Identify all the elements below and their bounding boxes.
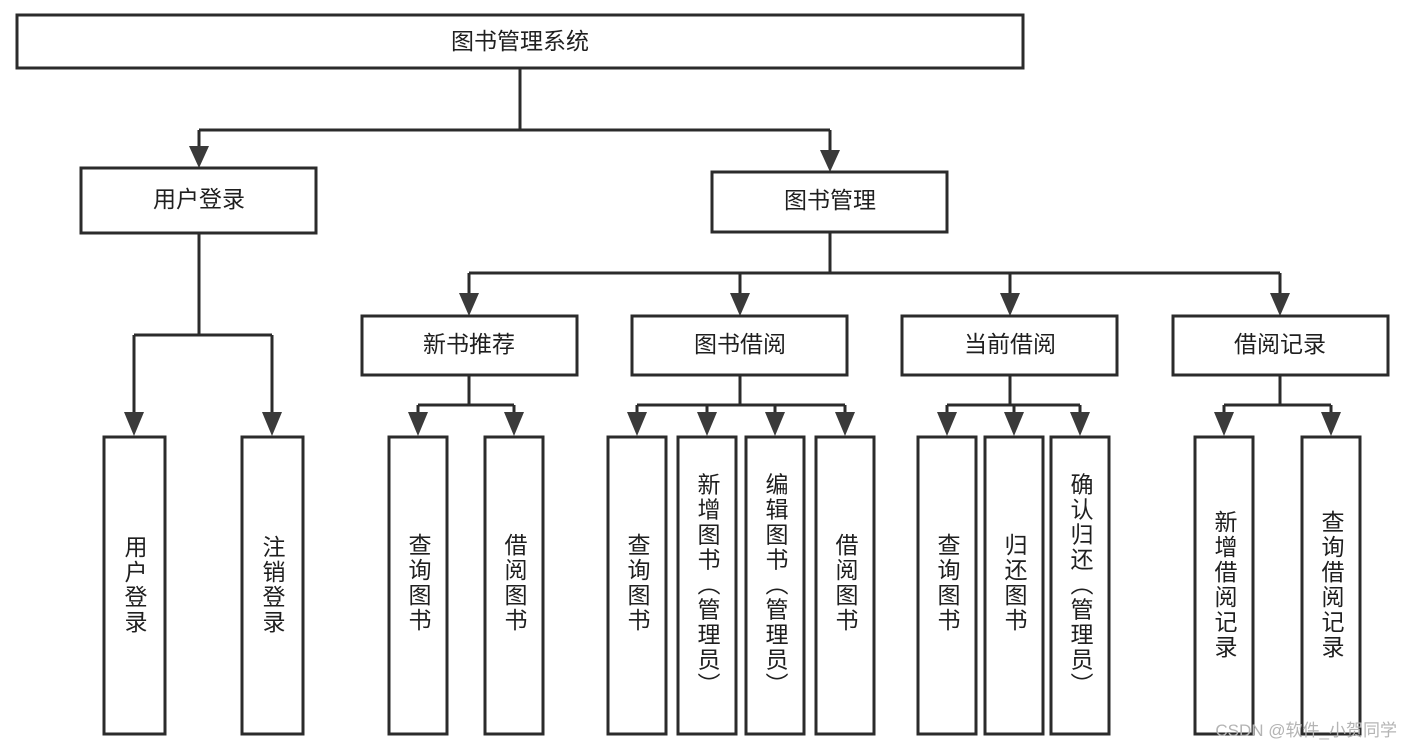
arrow-user-login-child-1 bbox=[124, 412, 144, 436]
leaf-current-borrow-1-box bbox=[916, 435, 978, 736]
leaf-new-book-recommend-2[interactable]: 借阅图书 bbox=[483, 435, 545, 736]
arrow-current-borrow-child-2 bbox=[1004, 412, 1024, 436]
leaf-book-borrow-3[interactable]: 编辑图书（管理员） bbox=[744, 435, 806, 736]
node-current-borrow[interactable]: 当前借阅 bbox=[900, 314, 1119, 377]
node-borrow-record-box bbox=[1171, 314, 1390, 377]
leaf-book-borrow-4-box bbox=[814, 435, 876, 736]
leaf-book-borrow-4-label: 借阅图书 bbox=[832, 533, 859, 633]
arrow-borrow-record-child-2 bbox=[1321, 412, 1341, 436]
leaf-user-login-1-label: 用户登录 bbox=[121, 535, 148, 635]
node-user-login[interactable]: 用户登录 bbox=[79, 166, 318, 235]
arrow-user-login-child-2 bbox=[262, 412, 282, 436]
leaf-new-book-recommend-1-label: 查询图书 bbox=[405, 533, 432, 633]
node-borrow-record[interactable]: 借阅记录 bbox=[1171, 314, 1390, 377]
leaf-current-borrow-1[interactable]: 查询图书 bbox=[916, 435, 978, 736]
csdn-watermark: CSDN @软件_小贺同学 bbox=[1215, 721, 1397, 740]
node-root-book-management-system[interactable]: 图书管理系统 bbox=[15, 13, 1025, 70]
node-book-borrow-label: 图书借阅 bbox=[694, 331, 786, 357]
arrow-book-borrow-child-2 bbox=[697, 412, 717, 436]
leaf-current-borrow-3-box bbox=[1049, 435, 1111, 736]
leaf-book-borrow-1-box bbox=[606, 435, 668, 736]
leaf-current-borrow-3[interactable]: 确认归还（管理员） bbox=[1049, 435, 1111, 736]
node-new-book-recommend[interactable]: 新书推荐 bbox=[360, 314, 579, 377]
connector-layer bbox=[124, 68, 1341, 436]
arrow-new-book-child-1 bbox=[408, 412, 428, 436]
leaf-book-borrow-1-label: 查询图书 bbox=[624, 533, 651, 633]
node-user-login-label: 用户登录 bbox=[153, 186, 245, 212]
leaf-borrow-record-2-label: 查询借阅记录 bbox=[1318, 510, 1345, 660]
arrow-root-to-user-login bbox=[189, 146, 209, 168]
arrow-book-borrow-child-4 bbox=[835, 412, 855, 436]
leaf-borrow-record-2-box bbox=[1300, 435, 1362, 736]
node-current-borrow-label: 当前借阅 bbox=[964, 331, 1056, 357]
leaf-user-login-2[interactable]: 注销登录 bbox=[240, 435, 305, 736]
arrow-root-to-book-mgmt bbox=[820, 150, 840, 172]
arrow-book-mgmt-child-3 bbox=[1000, 293, 1020, 316]
leaf-borrow-record-1-label: 新增借阅记录 bbox=[1211, 510, 1238, 660]
node-root-box bbox=[15, 13, 1025, 70]
leaf-user-login-2-box bbox=[240, 435, 305, 736]
leaf-borrow-record-2[interactable]: 查询借阅记录 bbox=[1300, 435, 1362, 736]
leaf-book-borrow-2-box bbox=[676, 435, 738, 736]
leaf-new-book-recommend-2-box bbox=[483, 435, 545, 736]
node-root-label: 图书管理系统 bbox=[451, 28, 589, 54]
leaf-book-borrow-1[interactable]: 查询图书 bbox=[606, 435, 668, 736]
node-book-borrow[interactable]: 图书借阅 bbox=[630, 314, 849, 377]
leaf-user-login-1[interactable]: 用户登录 bbox=[102, 435, 167, 736]
node-new-book-recommend-box bbox=[360, 314, 579, 377]
leaf-current-borrow-2[interactable]: 归还图书 bbox=[983, 435, 1045, 736]
node-book-management-box bbox=[710, 170, 949, 234]
leaf-book-borrow-2[interactable]: 新增图书（管理员） bbox=[676, 435, 738, 736]
arrow-new-book-child-2 bbox=[504, 412, 524, 436]
leaf-current-borrow-2-box bbox=[983, 435, 1045, 736]
arrow-book-mgmt-child-2 bbox=[730, 293, 750, 316]
node-book-borrow-box bbox=[630, 314, 849, 377]
leaf-book-borrow-2-label: 新增图书（管理员） bbox=[694, 473, 721, 698]
arrow-book-mgmt-child-4 bbox=[1270, 293, 1290, 316]
leaf-current-borrow-3-label: 确认归还（管理员） bbox=[1067, 473, 1094, 698]
leaf-user-login-2-label: 注销登录 bbox=[259, 535, 286, 635]
arrow-book-mgmt-child-1 bbox=[459, 293, 479, 316]
leaf-current-borrow-1-label: 查询图书 bbox=[934, 533, 961, 633]
node-user-login-box bbox=[79, 166, 318, 235]
arrow-borrow-record-child-1 bbox=[1214, 412, 1234, 436]
node-book-management-label: 图书管理 bbox=[784, 187, 876, 213]
node-current-borrow-box bbox=[900, 314, 1119, 377]
leaf-book-borrow-4[interactable]: 借阅图书 bbox=[814, 435, 876, 736]
leaf-book-borrow-3-label: 编辑图书（管理员） bbox=[762, 473, 789, 698]
arrow-book-borrow-child-3 bbox=[765, 412, 785, 436]
leaf-book-borrow-3-box bbox=[744, 435, 806, 736]
arrow-current-borrow-child-3 bbox=[1070, 412, 1090, 436]
leaf-borrow-record-1-box bbox=[1193, 435, 1255, 736]
leaf-new-book-recommend-2-label: 借阅图书 bbox=[501, 533, 528, 633]
leaf-current-borrow-2-label: 归还图书 bbox=[1001, 533, 1028, 633]
arrow-current-borrow-child-1 bbox=[937, 412, 957, 436]
node-borrow-record-label: 借阅记录 bbox=[1234, 331, 1326, 357]
arrow-book-borrow-child-1 bbox=[627, 412, 647, 436]
leaf-borrow-record-1[interactable]: 新增借阅记录 bbox=[1193, 435, 1255, 736]
leaf-user-login-1-box bbox=[102, 435, 167, 736]
node-new-book-recommend-label: 新书推荐 bbox=[423, 331, 515, 357]
leaf-new-book-recommend-1-box bbox=[387, 435, 449, 736]
leaf-new-book-recommend-1[interactable]: 查询图书 bbox=[387, 435, 449, 736]
node-book-management[interactable]: 图书管理 bbox=[710, 170, 949, 234]
